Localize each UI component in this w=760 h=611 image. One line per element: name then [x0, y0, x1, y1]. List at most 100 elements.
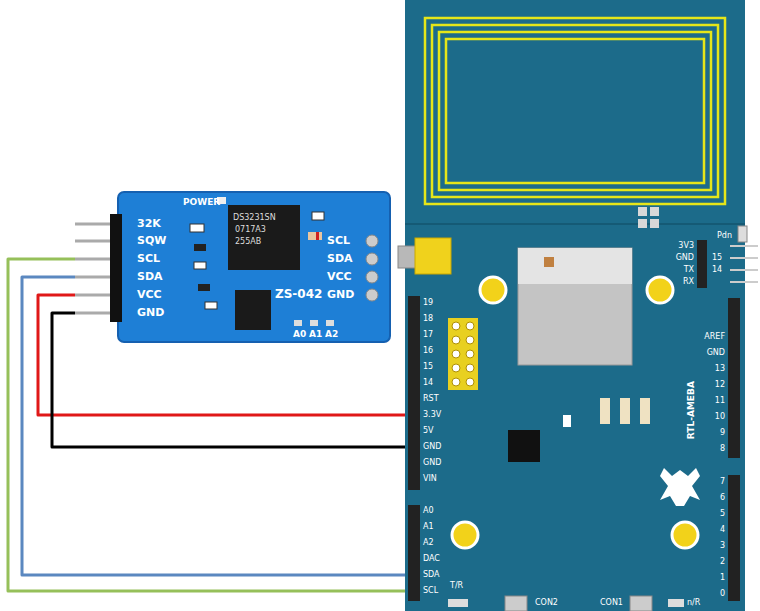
mount-hole — [647, 277, 673, 303]
board-label: 13 — [715, 364, 725, 373]
jtag-header — [448, 318, 478, 390]
board-label: GND — [707, 348, 725, 357]
rtc-label: POWER — [183, 197, 220, 207]
mount-hole — [480, 277, 506, 303]
board-label: VIN — [423, 474, 437, 483]
rtc-label: 0717A3 — [235, 225, 266, 234]
wire — [52, 313, 405, 447]
component — [190, 224, 204, 232]
board-label: 3.3V — [423, 410, 441, 419]
board-label: GND — [423, 442, 441, 451]
board-label: 16 — [423, 346, 433, 355]
pad-hole — [366, 289, 378, 301]
board-label: 14 — [423, 378, 433, 387]
header-pin — [466, 322, 474, 330]
board-label: 12 — [715, 380, 725, 389]
nfc-antenna — [439, 32, 711, 190]
board-label: A0 — [423, 506, 434, 515]
pad — [294, 320, 302, 326]
pad-hole — [366, 235, 378, 247]
board-label: CON2 — [535, 598, 558, 607]
rtc-label: GND — [137, 307, 164, 320]
board-label: A1 — [423, 522, 434, 531]
nfc-antenna — [432, 25, 718, 197]
header-pin — [75, 240, 114, 243]
board-label: 17 — [423, 330, 433, 339]
board-label: 1 — [720, 573, 725, 582]
wire — [22, 277, 405, 575]
header-pin — [452, 336, 460, 344]
board-label: GND — [676, 253, 694, 262]
component — [194, 244, 206, 251]
nfc-antenna — [425, 18, 725, 204]
header-pin — [75, 223, 114, 226]
board-label: n/R — [687, 598, 700, 607]
board-pcb — [405, 0, 745, 611]
ic-chip — [508, 430, 540, 462]
board-label: 7 — [720, 477, 725, 486]
wire — [38, 295, 405, 415]
rtc-label: SDA — [137, 271, 163, 284]
component — [312, 212, 324, 220]
ic-chip — [228, 205, 300, 270]
component — [600, 398, 610, 424]
board-label: SCL — [423, 586, 438, 595]
rtc-label: VCC — [327, 271, 352, 284]
rtc-label: 32K — [137, 218, 161, 231]
button — [738, 226, 747, 242]
wifi-module — [544, 257, 554, 267]
board-label: CON1 — [600, 598, 623, 607]
board-label: 19 — [423, 298, 433, 307]
diode — [316, 232, 319, 240]
board-label: 5V — [423, 426, 434, 435]
nfc-antenna — [446, 39, 704, 183]
board-label: 4 — [720, 525, 725, 534]
component — [620, 398, 630, 424]
board-label: 18 — [423, 314, 433, 323]
rtc-module: 32KSQWSCLSDAVCCGNDPOWERDS3231SN0717A3255… — [75, 188, 395, 348]
header-pin — [452, 350, 460, 358]
header-pin — [466, 336, 474, 344]
pin-header — [408, 296, 420, 490]
header-pin — [466, 350, 474, 358]
pad-hole — [366, 271, 378, 283]
usb-port — [630, 596, 652, 611]
header-pin — [452, 322, 460, 330]
board-label: AREF — [704, 332, 725, 341]
board-label: 10 — [715, 412, 725, 421]
pin-header — [728, 298, 740, 458]
board-label: RTL-AMEBA — [686, 381, 696, 439]
power-jack — [415, 238, 451, 274]
board-label: TX — [684, 265, 694, 274]
button — [448, 599, 468, 607]
rtc-pcb — [118, 192, 390, 342]
header-pin — [75, 312, 114, 315]
rtc-label: 255AB — [235, 237, 261, 246]
header-pin — [75, 258, 114, 261]
header-pin — [452, 364, 460, 372]
board-label: 9 — [720, 428, 725, 437]
ameba-board: 3V3GNDTXRX1514Pdn191817161514RST3.3V5VGN… — [405, 0, 745, 611]
logo — [660, 468, 700, 506]
wifi-module — [518, 248, 632, 284]
rtc-label: SDA — [327, 253, 353, 266]
board-label: DAC — [423, 554, 440, 563]
board-label: 14 — [712, 265, 722, 274]
board-label: 0 — [720, 589, 725, 598]
component — [640, 398, 650, 424]
board-label: 6 — [720, 493, 725, 502]
header-pin — [730, 269, 758, 271]
wire — [8, 259, 405, 591]
board-label: 11 — [715, 396, 725, 405]
rtc-label: SCL — [327, 235, 350, 248]
pin-header — [728, 475, 740, 601]
pad — [650, 207, 659, 216]
component — [194, 262, 206, 269]
rtc-label: GND — [327, 289, 354, 302]
pad — [326, 320, 334, 326]
power-jack — [398, 246, 417, 268]
mount-hole — [672, 522, 698, 548]
